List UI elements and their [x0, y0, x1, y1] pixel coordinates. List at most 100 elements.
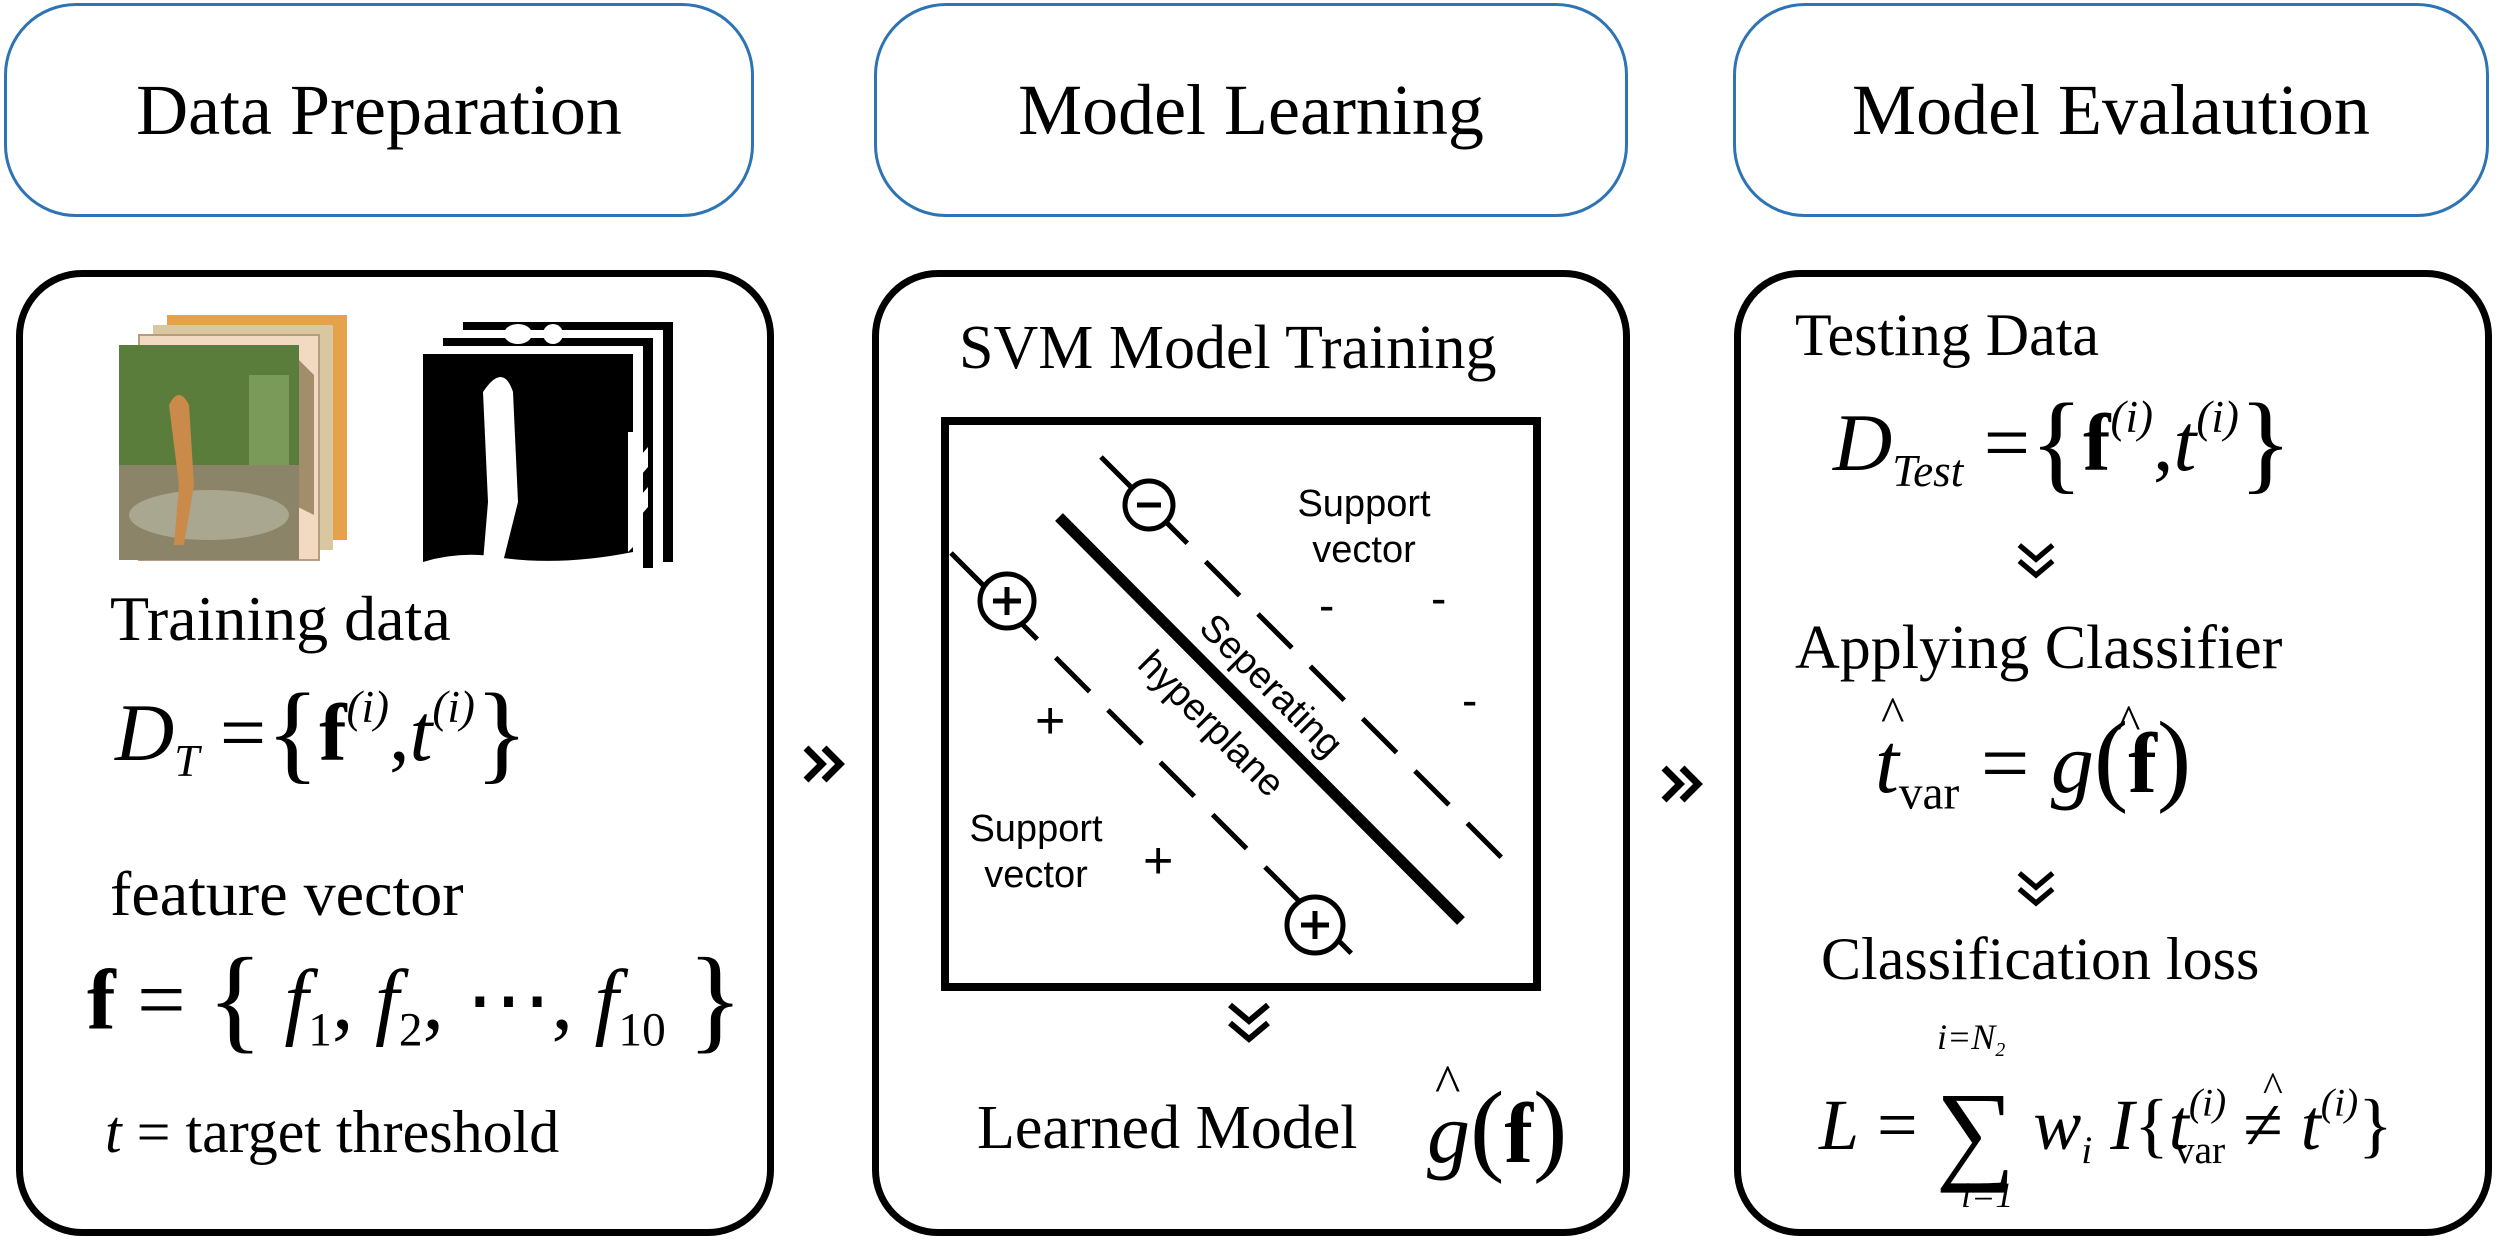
chevron-down-double-icon	[2017, 543, 2055, 579]
subscript-1: 1	[308, 1004, 332, 1057]
testing-data-label: Testing Data	[1795, 302, 2100, 368]
dataset-symbol: D	[115, 687, 175, 779]
indicator-symbol: I	[2110, 1084, 2135, 1165]
panel-data-preparation: Training data DT ={f(i),t(i)} feature ve…	[16, 270, 774, 1236]
header-label: Data Preparation	[136, 69, 622, 150]
dataset-subscript: Test	[1892, 445, 1964, 496]
learned-model-label: Learned Model	[977, 1094, 1358, 1162]
paren-open: (	[2093, 701, 2129, 815]
target-symbol: t	[2300, 1084, 2321, 1165]
panel-model-learning: SVM Model Training Support vector Suppor…	[872, 270, 1630, 1236]
classifier-hat: ^	[1435, 1054, 1461, 1114]
svm-diagram	[941, 417, 1541, 991]
training-masks-thumbnail	[423, 322, 673, 572]
classification-loss-label: Classification loss	[1821, 926, 2260, 992]
right-brace: }	[2358, 1084, 2393, 1165]
index-superscript: (i)	[2320, 1080, 2359, 1125]
header-label: Model Evalaution	[1852, 69, 2370, 150]
loss-equation: L = ∑ wi I{t(i)var ≠ t(i)}	[1819, 1077, 2393, 1189]
var-subscript: var	[1898, 767, 1960, 820]
header-model-learning: Model Learning	[874, 3, 1628, 217]
feature-symbol: f	[319, 687, 347, 779]
chevron-down-double-icon	[1228, 1002, 1270, 1043]
feature-symbol: f	[2083, 397, 2111, 489]
equals-sign: =	[1983, 397, 2030, 489]
sum-upper-subscript: 2	[1995, 1038, 2006, 1061]
training-set-equation: DT ={f(i),t(i)}	[115, 676, 528, 788]
target-symbol: t	[105, 1099, 122, 1165]
feature-symbol: f	[87, 951, 116, 1048]
subscript-10: 10	[618, 1004, 666, 1057]
right-brace: }	[474, 670, 529, 793]
comma: ,	[2153, 397, 2174, 489]
chevron-right-double-icon	[1661, 765, 1703, 803]
chevron-down-double-icon	[2017, 871, 2055, 907]
header-label: Model Learning	[1018, 69, 1484, 150]
header-model-evaluation: Model Evalaution	[1733, 3, 2489, 217]
not-equal-sign: ≠	[2243, 1084, 2283, 1165]
feature-vector-label: feature vector	[110, 858, 464, 929]
equals-sign: =	[1877, 1084, 1918, 1165]
left-brace: {	[266, 670, 320, 793]
support-vector-label-top: Support vector	[1297, 483, 1431, 571]
target-symbol: t	[2173, 397, 2197, 489]
comma: ,	[551, 951, 574, 1048]
feature-f10: f	[594, 951, 619, 1048]
equals-sign: =	[137, 951, 186, 1048]
svm-training-title: SVM Model Training	[959, 314, 1497, 382]
feature-f1: f	[284, 951, 309, 1048]
left-brace: {	[2134, 1084, 2169, 1165]
classifier-hat: ^	[2117, 694, 2141, 750]
index-superscript: (i)	[432, 681, 475, 732]
dataset-subscript: T	[174, 735, 200, 786]
left-brace: {	[207, 936, 263, 1064]
ellipsis: ⋯	[465, 951, 552, 1048]
feature-symbol: f	[1504, 1085, 1534, 1181]
subscript-2: 2	[398, 1004, 423, 1057]
applying-classifier-label: Applying Classifier	[1795, 614, 2283, 682]
learned-model-equation: g(f)	[1427, 1076, 1567, 1181]
loss-sum-upper-limit: i=N2	[1937, 1019, 2005, 1061]
circled-plus-icon	[977, 571, 1037, 631]
testing-set-equation: DTest ={f(i),t(i)}	[1833, 386, 2292, 498]
upper-margin-line	[1099, 455, 1511, 867]
equals-sign: =	[219, 687, 267, 779]
circled-plus-icon	[1284, 894, 1346, 956]
weight-symbol: w	[2033, 1084, 2082, 1165]
plus-mark: +	[1143, 832, 1174, 890]
feature-symbol: f	[2128, 715, 2157, 811]
feature-vector-equation: f = { f1, f2, ⋯, f10 }	[87, 942, 743, 1058]
classifier-symbol: g	[1427, 1085, 1470, 1181]
index-superscript: (i)	[2196, 391, 2239, 442]
circled-minus-icon	[1122, 478, 1176, 532]
target-threshold-label: t = target threshold	[105, 1102, 559, 1162]
prediction-hat: ^	[1881, 686, 1905, 742]
index-superscript: (i)	[2110, 391, 2154, 442]
var-subscript: var	[2174, 1127, 2226, 1172]
equals-sign: =	[1980, 715, 2030, 811]
feature-f2: f	[374, 951, 399, 1048]
sum-upper: i=N	[1937, 1017, 1996, 1057]
right-brace: }	[2238, 380, 2293, 503]
target-symbol: t	[409, 687, 433, 779]
header-data-preparation: Data Preparation	[4, 3, 754, 217]
paren-close: )	[1533, 1071, 1568, 1185]
comma: ,	[331, 951, 354, 1048]
summation-symbol: ∑	[1935, 1071, 2016, 1194]
loss-symbol: L	[1819, 1084, 1860, 1165]
training-images-thumbnail	[119, 315, 347, 561]
minus-mark: -	[1431, 572, 1447, 624]
minus-mark: -	[1319, 579, 1335, 631]
index-superscript: (i)	[346, 681, 390, 732]
paren-close: )	[2156, 701, 2192, 815]
dataset-symbol: D	[1833, 397, 1893, 489]
paren-open: (	[1470, 1071, 1505, 1185]
plus-mark: +	[1035, 692, 1066, 750]
panel-model-evaluation: Testing Data DTest ={f(i),t(i)} Applying…	[1734, 270, 2492, 1236]
comma: ,	[389, 687, 410, 779]
left-brace: {	[2030, 380, 2084, 503]
minus-mark: -	[1462, 674, 1478, 726]
target-definition: = target threshold	[121, 1099, 560, 1165]
classifier-symbol: g	[2050, 715, 2094, 811]
predicted-target-symbol: t	[2168, 1084, 2189, 1165]
